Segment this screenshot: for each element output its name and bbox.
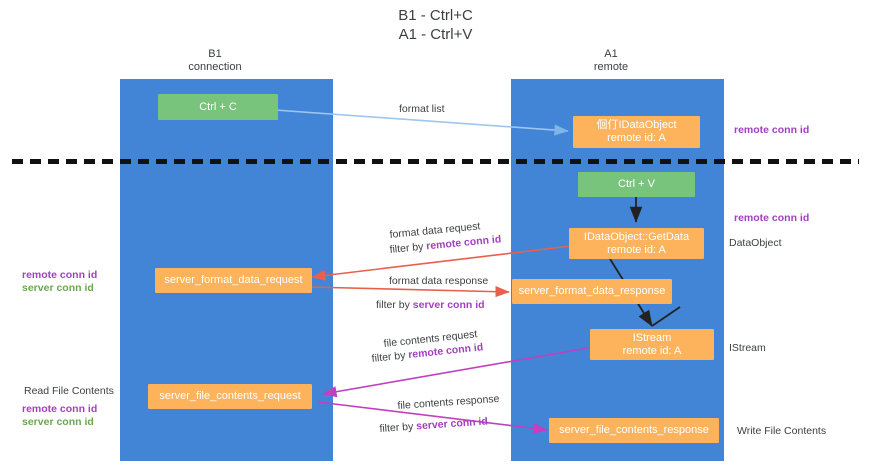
page-title: B1 - Ctrl+C A1 - Ctrl+V bbox=[0, 6, 871, 44]
edge-label-format-data-response: format data response bbox=[389, 274, 488, 288]
edge-label-file-contents-response: file contents response bbox=[397, 392, 500, 413]
edge-label-format-data-response-filter: filter by server conn id bbox=[376, 298, 485, 312]
node-idataobject-line-1: 佪仃IDataObject bbox=[596, 119, 677, 131]
node-server-format-data-response[interactable]: server_format_data_response bbox=[512, 279, 672, 304]
annotation-remote-conn-id-mid: remote conn id bbox=[734, 212, 810, 224]
node-getdata[interactable]: IDataObject::GetData remote id: A bbox=[569, 228, 704, 259]
edge-filter-key-2: server conn id bbox=[412, 299, 485, 311]
edge-filter-prefix-4: filter by bbox=[379, 420, 417, 435]
node-idataobject[interactable]: 佪仃IDataObject remote id: A bbox=[573, 116, 700, 148]
edge-label-file-contents-response-filter: filter by server conn id bbox=[379, 414, 488, 436]
annotation-left-low-remote-conn-id: remote conn id bbox=[22, 403, 98, 415]
node-server-format-data-response-label: server_format_data_response bbox=[518, 285, 666, 297]
node-ctrl-v-label: Ctrl + V bbox=[618, 178, 655, 190]
node-server-file-contents-response-label: server_file_contents_response bbox=[559, 424, 709, 436]
annotation-istream: IStream bbox=[729, 342, 766, 354]
edge-filter-prefix-1: filter by bbox=[389, 240, 427, 256]
node-server-file-contents-request-label: server_file_contents_request bbox=[159, 390, 301, 402]
edge-label-file-contents-response-text: file contents response bbox=[397, 392, 500, 412]
node-istream-line-2: remote id: A bbox=[622, 344, 682, 357]
node-ctrl-c-label: Ctrl + C bbox=[199, 100, 237, 113]
annotation-left-mid-server-conn-id: server conn id bbox=[22, 282, 94, 294]
column-header-b1-role: connection bbox=[188, 61, 242, 73]
node-server-file-contents-request[interactable]: server_file_contents_request bbox=[148, 384, 312, 409]
title-line-2: A1 - Ctrl+V bbox=[398, 26, 473, 43]
annotation-write-file-contents: Write File Contents bbox=[737, 425, 827, 437]
node-server-format-data-request-label: server_format_data_request bbox=[164, 274, 303, 286]
annotation-left-mid-remote-conn-id: remote conn id bbox=[22, 269, 98, 281]
column-header-a1-name: A1 bbox=[604, 48, 618, 60]
phase-separator bbox=[12, 159, 859, 164]
node-ctrl-c[interactable]: Ctrl + C bbox=[158, 94, 278, 120]
title-line-1: B1 - Ctrl+C bbox=[398, 7, 473, 24]
node-ctrl-v[interactable]: Ctrl + V bbox=[578, 172, 695, 197]
annotation-dataobject: DataObject bbox=[729, 237, 782, 249]
column-header-a1: A1 remote bbox=[511, 48, 711, 74]
node-istream[interactable]: IStream remote id: A bbox=[590, 329, 714, 360]
annotation-left-low-server-conn-id: server conn id bbox=[22, 416, 94, 428]
node-istream-line-1: IStream bbox=[632, 331, 672, 344]
column-header-b1-name: B1 bbox=[208, 48, 222, 60]
annotation-remote-conn-id-top: remote conn id bbox=[734, 124, 810, 136]
edge-filter-prefix-3: filter by bbox=[371, 349, 409, 365]
column-header-b1: B1 connection bbox=[115, 48, 315, 74]
edge-label-format-list: format list bbox=[399, 103, 445, 115]
node-getdata-line-1: IDataObject::GetData bbox=[583, 230, 690, 243]
node-server-file-contents-response[interactable]: server_file_contents_response bbox=[549, 418, 719, 443]
edge-label-format-data-response-text: format data response bbox=[389, 275, 489, 287]
annotation-read-file-contents: Read File Contents bbox=[24, 385, 114, 397]
node-idataobject-line-2: remote id: A bbox=[607, 132, 666, 144]
edge-filter-key-4: server conn id bbox=[415, 415, 489, 433]
edge-filter-prefix-2: filter by bbox=[376, 299, 413, 311]
node-server-format-data-request[interactable]: server_format_data_request bbox=[155, 268, 312, 293]
node-getdata-line-2: remote id: A bbox=[607, 243, 666, 256]
column-header-a1-role: remote bbox=[593, 61, 629, 73]
